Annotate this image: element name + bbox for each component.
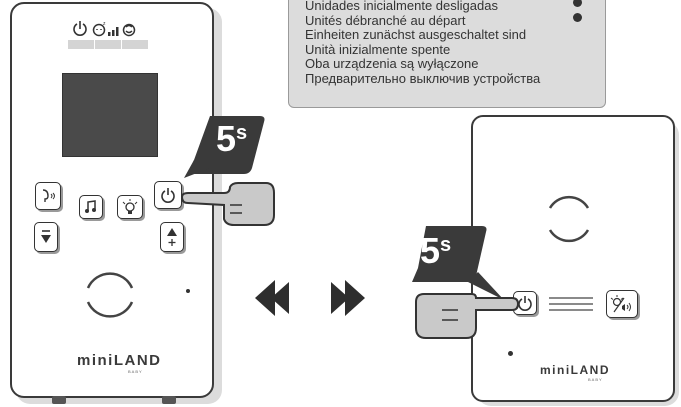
volume-down-icon xyxy=(41,230,51,243)
svg-text:z: z xyxy=(103,21,106,27)
music-icon xyxy=(85,200,96,213)
led-separator xyxy=(121,40,122,49)
info-line: Einheiten zunächst ausgeschaltet sind xyxy=(305,27,527,43)
light-ring xyxy=(86,272,134,318)
baby-unit xyxy=(471,115,675,402)
pairing-arrows xyxy=(255,280,365,316)
lcd-screen xyxy=(62,73,158,157)
baby-pointing-hand-icon xyxy=(415,293,520,339)
hold-5s-badge-shape xyxy=(184,116,265,178)
nightlight-button[interactable] xyxy=(117,195,143,219)
baby-hold-unit: s xyxy=(440,234,452,256)
info-dot xyxy=(573,13,582,22)
hold-number: 5 xyxy=(216,118,237,159)
info-line: Unità inizialmente spente xyxy=(305,41,451,57)
parent-unit-foot-right xyxy=(162,396,176,404)
pointing-hand-icon xyxy=(180,182,275,226)
baby-microphone-dot xyxy=(508,351,513,356)
baby-light-ring xyxy=(548,195,590,243)
signal-icon xyxy=(108,27,119,36)
arrow-right-icon xyxy=(331,280,365,316)
baby-hold-5s-badge: 5s xyxy=(420,230,451,272)
info-line: Oba urządzenia są wyłączone xyxy=(305,56,479,72)
talk-button[interactable] xyxy=(35,182,61,210)
baby-brand-sub: BABY xyxy=(588,377,603,382)
eco-icon: z xyxy=(92,21,106,37)
baby-hold-5s-badge-shape xyxy=(412,226,504,300)
brand-sub: BABY xyxy=(128,369,143,374)
info-list: Unidades inicialmente desligadas Unités … xyxy=(305,0,605,87)
talk-icon xyxy=(42,189,55,202)
info-dot xyxy=(573,0,582,7)
arrow-left-icon xyxy=(255,280,289,316)
status-icons: z xyxy=(73,21,136,37)
power-icon xyxy=(161,188,175,203)
nightlight-sound-icon xyxy=(610,295,631,313)
microphone-dot xyxy=(186,289,190,293)
info-line: Предварительно выключив устройства xyxy=(305,70,541,86)
power-button[interactable] xyxy=(154,181,182,209)
speaker-grille xyxy=(549,297,593,311)
power-icon xyxy=(73,21,87,36)
hold-5s-badge: 5s xyxy=(216,118,247,160)
power-icon xyxy=(518,296,532,311)
volume-up-button[interactable] xyxy=(160,222,184,252)
info-line: Unidades inicialmente desligadas xyxy=(305,0,498,13)
baby-icon xyxy=(122,23,136,37)
info-box: Unidades inicialmente desligadas Unités … xyxy=(288,0,606,108)
baby-hold-number: 5 xyxy=(420,230,441,271)
led-separator xyxy=(94,40,95,49)
info-line: Unités débranché au départ xyxy=(305,12,466,28)
music-button[interactable] xyxy=(79,195,103,219)
baby-brand-logo: miniLAND xyxy=(540,363,610,377)
brand-logo: miniLAND xyxy=(77,352,162,369)
hold-unit: s xyxy=(236,122,248,144)
status-led-bar xyxy=(68,40,148,49)
volume-down-button[interactable] xyxy=(34,222,58,252)
nightlight-icon xyxy=(122,199,138,214)
nightlight-sound-button[interactable] xyxy=(606,290,638,318)
parent-unit-foot-left xyxy=(52,396,66,404)
volume-up-icon xyxy=(167,228,177,246)
